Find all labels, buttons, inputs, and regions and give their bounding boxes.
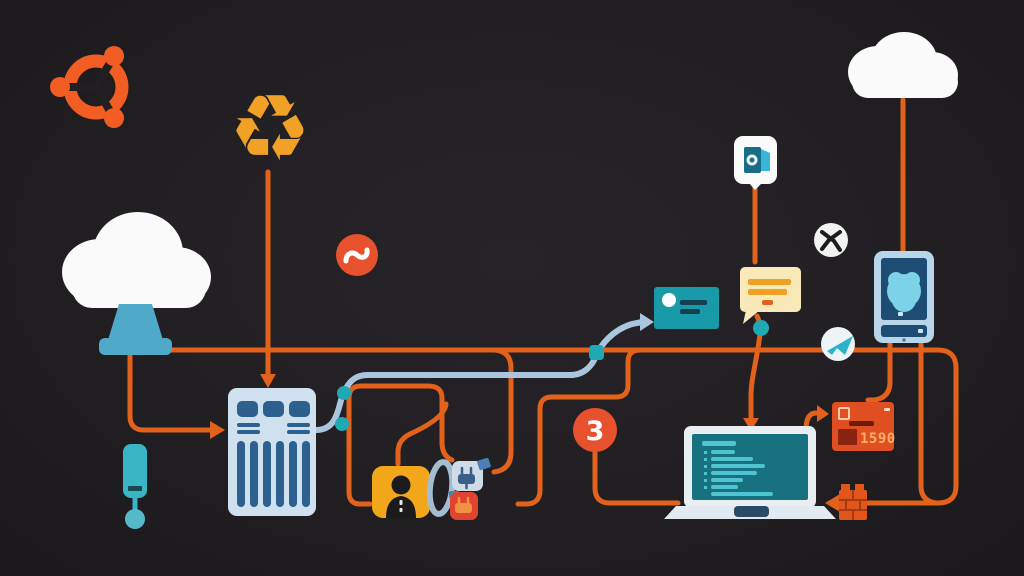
step-badge: 3 <box>573 408 617 452</box>
squiggle-icon <box>343 247 370 264</box>
usb-connector-tab <box>477 457 491 471</box>
server-rack <box>228 388 316 516</box>
connector-cloud-down-to-server <box>127 353 213 433</box>
locator-pin <box>123 444 147 529</box>
payment-terminal: 1590 <box>832 402 896 451</box>
step-badge-number: 3 <box>586 416 605 447</box>
arrow-into-server-top <box>260 374 276 388</box>
laptop-code <box>664 426 836 519</box>
junction-node-1 <box>335 417 349 431</box>
power-tile <box>450 492 478 520</box>
ai-brain-icon <box>887 272 921 312</box>
connector-trunk-branch-to-plug <box>491 347 514 475</box>
arrow-into-server-left <box>210 421 225 439</box>
orange-arrowheads <box>210 374 840 512</box>
cloud-left <box>62 212 211 355</box>
junction-node-3 <box>589 345 604 360</box>
x-pinwheel-icon <box>820 230 842 252</box>
user-badge <box>372 466 430 518</box>
arrow-into-card <box>640 313 654 331</box>
recycle-icon: ♻ <box>229 75 311 182</box>
connector-user-top-cable <box>395 401 449 467</box>
orange-connectors <box>127 97 959 507</box>
connector-server-to-card-blue <box>313 319 645 433</box>
cloud-right <box>848 32 958 98</box>
upload-funnel <box>108 304 163 340</box>
connector-cable-around-user <box>346 383 455 507</box>
power-plug-icon <box>457 496 470 505</box>
sync-squiggle-badge <box>336 234 378 276</box>
user-icon-head <box>391 475 411 495</box>
connector-step-badge-to-laptop <box>592 449 681 506</box>
x-pinwheel-circle <box>814 223 848 257</box>
arrow-into-register-left <box>817 405 829 422</box>
connector-main-trunk <box>163 347 959 506</box>
junction-node-2 <box>337 386 351 400</box>
blue-cable-group <box>313 313 769 433</box>
firewall-brick <box>839 484 867 520</box>
user-icon-body <box>386 496 416 518</box>
register-display: 1590 <box>860 431 896 447</box>
upload-funnel-base <box>99 338 172 355</box>
arrow-into-laptop-right <box>825 494 840 512</box>
arrow-into-laptop-top <box>743 418 759 431</box>
mail-app-badge <box>734 136 777 190</box>
connector-phone-to-bottomline <box>918 341 939 506</box>
send-plane-icon <box>827 336 853 355</box>
plug-icon <box>460 466 473 490</box>
send-plane-circle <box>821 327 855 361</box>
receipt-icon <box>838 407 850 420</box>
contact-card <box>654 287 719 329</box>
ubuntu-logo <box>50 46 129 128</box>
connector-trunk-loop-mid <box>515 347 643 507</box>
junction-node-4 <box>753 320 769 336</box>
smartphone-ai <box>874 251 934 343</box>
contact-avatar-dot <box>662 293 676 307</box>
connector-phone-to-register <box>865 341 893 403</box>
chat-bubble <box>740 267 801 324</box>
plug-tile <box>452 457 491 491</box>
code-lines <box>702 441 773 496</box>
